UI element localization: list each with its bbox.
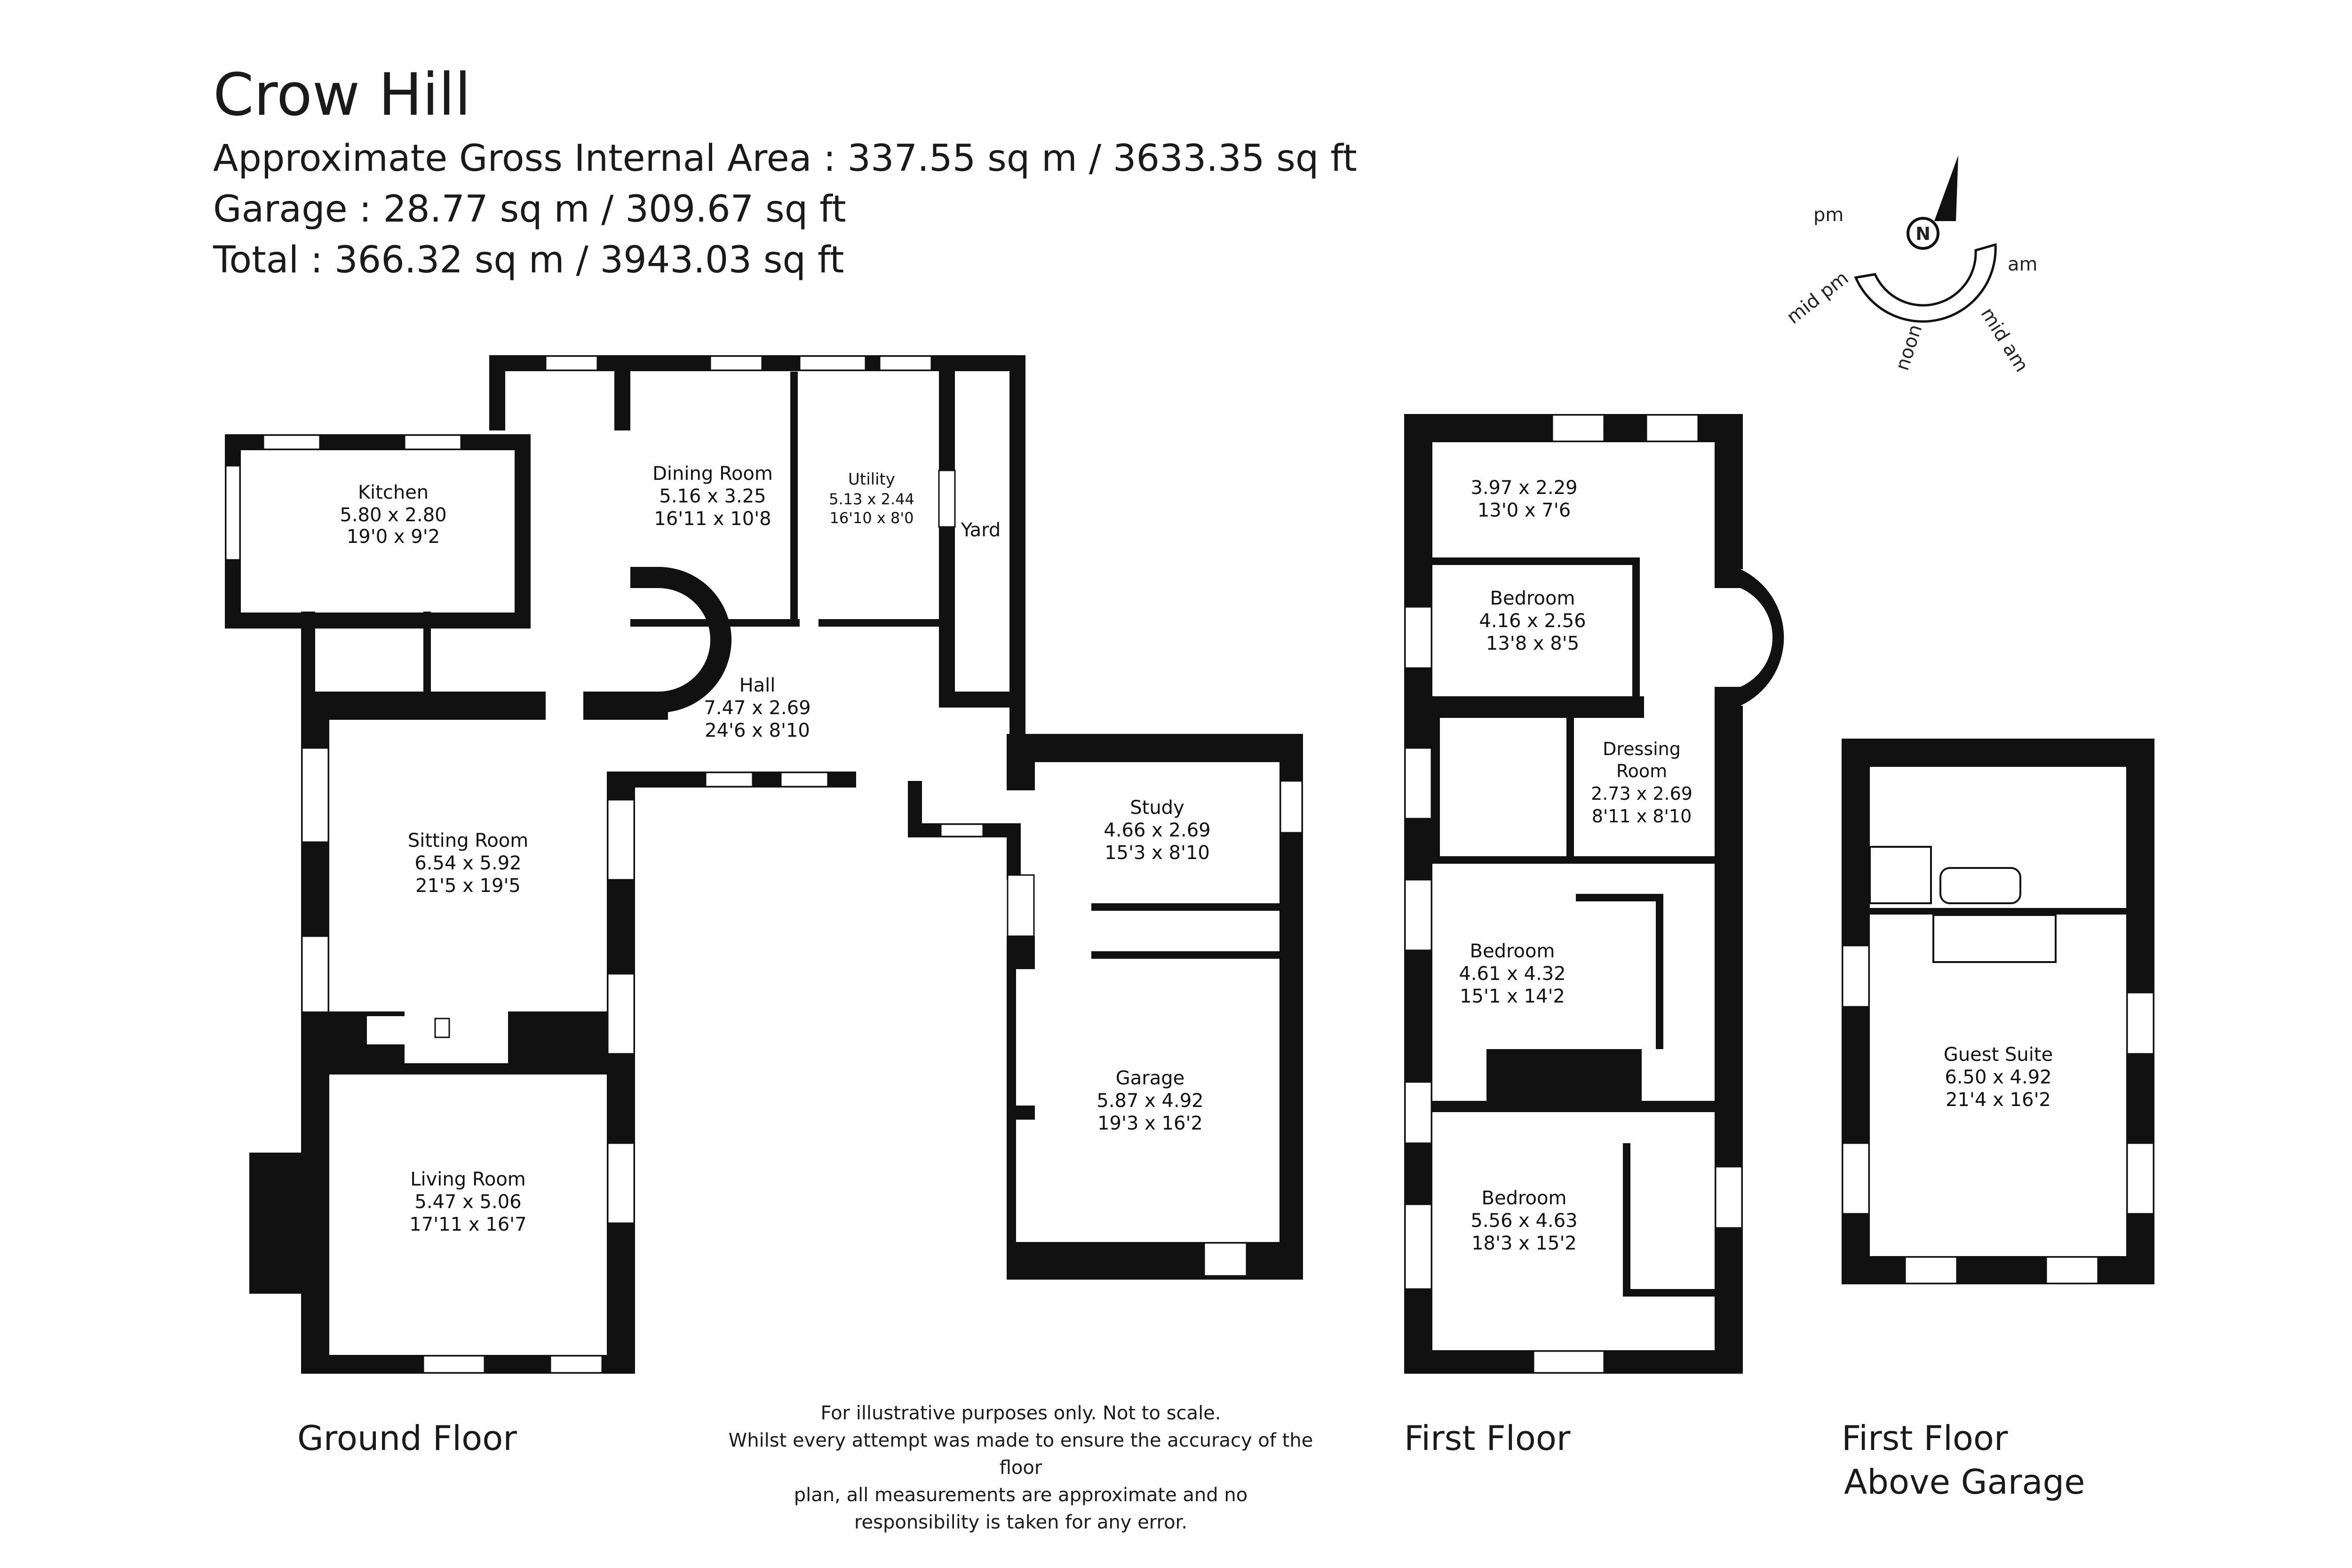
room-name-guest-suite: Guest Suite (1944, 1044, 2053, 1066)
disclaimer-line-4: responsibility is taken for any error. (854, 1512, 1188, 1533)
room-imperial-kitchen: 19'0 x 9'2 (347, 526, 440, 548)
room-name-bedroom-2: Bedroom (1470, 940, 1555, 962)
room-metric-guest-suite: 6.50 x 4.92 (1945, 1067, 2051, 1088)
room-name-study: Study (1130, 797, 1184, 819)
room-name-dressing-line2: Room (1616, 761, 1667, 781)
compass: N pm am mid pm noon mid am (1783, 155, 2037, 376)
room-imperial-garage: 19'3 x 16'2 (1097, 1113, 1203, 1134)
room-metric-kitchen: 5.80 x 2.80 (340, 504, 446, 526)
room-imperial-bedroom-2: 15'1 x 14'2 (1460, 986, 1565, 1007)
plan-title: Crow Hill (213, 61, 471, 129)
disclaimer-line-1: For illustrative purposes only. Not to s… (820, 1402, 1221, 1424)
room-imperial-study: 15'3 x 8'10 (1104, 842, 1210, 864)
compass-label-am: am (2008, 254, 2037, 275)
sun-path-arc (1854, 243, 1997, 323)
room-metric-dining: 5.16 x 3.25 (659, 486, 766, 507)
total-area: Total : 366.32 sq m / 3943.03 sq ft (213, 239, 844, 281)
compass-north-letter: N (1915, 223, 1931, 244)
compass-label-mid-am: mid am (1977, 304, 2033, 376)
room-metric-living: 5.47 x 5.06 (414, 1191, 521, 1213)
room-name-bedroom-3: Bedroom (1482, 1187, 1567, 1209)
room-imperial-dining: 16'11 x 10'8 (654, 508, 771, 530)
room-imperial-living: 17'11 x 16'7 (409, 1214, 526, 1235)
ground-floor-label: Ground Floor (297, 1418, 517, 1458)
first-floor-plan (1404, 414, 1784, 1374)
room-metric-utility: 5.13 x 2.44 (829, 490, 914, 508)
room-metric-sitting: 6.54 x 5.92 (414, 852, 521, 874)
disclaimer-line-2: Whilst every attempt was made to ensure … (728, 1430, 1313, 1479)
above-garage-label-line1: First Floor (1842, 1418, 2008, 1458)
room-name-sitting: Sitting Room (408, 830, 528, 852)
room-metric-hall: 7.47 x 2.69 (704, 697, 810, 719)
first-floor-label: First Floor (1404, 1418, 1571, 1458)
compass-label-pm: pm (1813, 204, 1843, 226)
room-imperial-bedroom-3: 18'3 x 15'2 (1471, 1233, 1577, 1254)
room-metric-bedroom-2: 4.61 x 4.32 (1459, 963, 1565, 985)
room-imperial-hall: 24'6 x 8'10 (705, 720, 810, 741)
above-garage-plan (1842, 739, 2154, 1284)
disclaimer-line-3: plan, all measurements are approximate a… (794, 1484, 1248, 1506)
compass-label-mid-pm: mid pm (1783, 267, 1853, 328)
room-imperial-dressing: 8'11 x 8'10 (1592, 806, 1692, 827)
room-name-utility: Utility (848, 470, 895, 489)
compass-label-noon: noon (1891, 322, 1927, 373)
room-metric-study: 4.66 x 2.69 (1104, 820, 1210, 841)
room-name-yard: Yard (961, 519, 1001, 541)
above-garage-label-line2: Above Garage (1844, 1462, 2085, 1502)
disclaimer: For illustrative purposes only. Not to s… (706, 1400, 1336, 1536)
room-name-bedroom-1: Bedroom (1490, 588, 1575, 609)
room-imperial-guest-suite: 21'4 x 16'2 (1946, 1089, 2051, 1111)
north-arrow-icon (1934, 155, 1958, 221)
room-imperial-sitting: 21'5 x 19'5 (415, 875, 521, 897)
ground-floor-plan (225, 355, 1303, 1374)
room-metric-dressing: 2.73 x 2.69 (1591, 783, 1692, 804)
room-metric-bedroom-small: 3.97 x 2.29 (1470, 477, 1577, 499)
room-name-hall: Hall (739, 675, 776, 696)
room-imperial-bedroom-small: 13'0 x 7'6 (1478, 500, 1571, 521)
room-name-dining: Dining Room (652, 463, 773, 485)
compass-north-circle (1907, 217, 1939, 250)
room-name-kitchen: Kitchen (358, 482, 429, 503)
room-metric-garage: 5.87 x 4.92 (1097, 1090, 1203, 1112)
room-imperial-utility: 16'10 x 8'0 (829, 509, 914, 527)
room-imperial-bedroom-1: 13'8 x 8'5 (1486, 633, 1579, 654)
garage-area: Garage : 28.77 sq m / 309.67 sq ft (213, 188, 846, 231)
room-name-garage: Garage (1116, 1067, 1184, 1089)
room-name-living: Living Room (410, 1169, 526, 1190)
room-metric-bedroom-3: 5.56 x 4.63 (1470, 1210, 1577, 1232)
room-metric-bedroom-1: 4.16 x 2.56 (1479, 610, 1586, 632)
room-name-dressing-line1: Dressing (1603, 739, 1681, 759)
gross-internal-area: Approximate Gross Internal Area : 337.55… (213, 137, 1357, 180)
